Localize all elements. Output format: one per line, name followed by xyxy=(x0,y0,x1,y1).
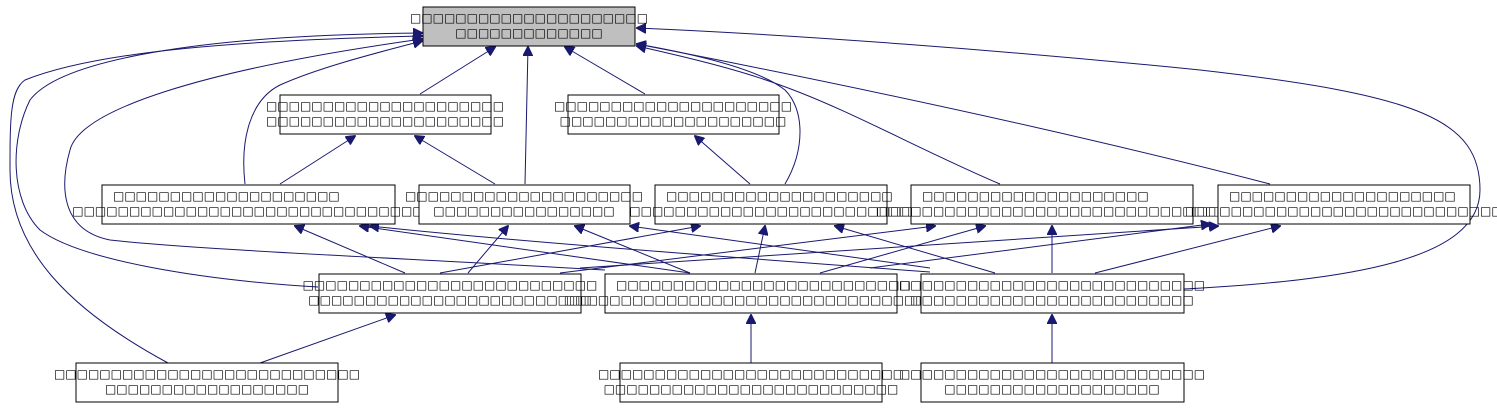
edge-a2-root xyxy=(565,47,646,95)
graph-node-d1[interactable]: □□□□□□□□□□□□□□□□□□□□□□□□□□□ □□□□□□□□□□□□… xyxy=(54,362,360,403)
graph-node-b2[interactable]: □□□□□□□□□□□□□□□□□□□□□ □□□□□□□□□□□□□□□□ xyxy=(405,184,643,225)
graph-node-a1[interactable]: □□□□□□□□□□□□□□□□□□□□□ □□□□□□□□□□□□□□□□□□… xyxy=(266,94,504,135)
node-label: □□□□□□□□□□□□□□□□□□□□□□□□□□□ xyxy=(54,367,360,381)
node-label: □□□□□□□□□□□□□□□□ xyxy=(433,204,614,218)
node-label: □□□□□□□□□□□□□□□□□□□□□□□□□□□ xyxy=(899,367,1205,381)
node-label: □□□□□□□□□□□□□□□□□□□□□□□□□□ xyxy=(604,382,899,396)
node-label: □□□□□□□□□□□□□□□□□□□□□ xyxy=(554,99,792,113)
node-label: □□□□□□□□□□□□□□□□□□□□□□□□□ xyxy=(629,204,912,218)
node-label: □□□□□□□□□□□□□□□□□□□□□□□□□□□□□□□ xyxy=(72,204,423,218)
node-label: □□□□□□□□□□□□□□□□□□□□□□□□□□ xyxy=(303,278,598,292)
edge-c1-b3 xyxy=(439,226,700,274)
node-label: □□□□□□□□□□□□□□□□□□□□ xyxy=(1229,189,1456,203)
graph-node-c3[interactable]: □□□□□□□□□□□□□□□□□□□□□□□□□□□ □□□□□□□□□□□□… xyxy=(899,273,1205,314)
node-label: □□□□□□□□□□□□□□□□□□□□□□□□□□□□□□□□□ xyxy=(564,293,938,307)
graph-node-b3[interactable]: □□□□□□□□□□□□□□□□□□□□ □□□□□□□□□□□□□□□□□□□… xyxy=(629,184,913,225)
edge-c2-b4 xyxy=(819,226,985,274)
edge-c1-b2 xyxy=(467,226,508,274)
node-label: □□□□□□□□□□□□□ xyxy=(455,26,602,40)
graph-node-d2[interactable]: □□□□□□□□□□□□□□□□□□□□□□□□□□□ □□□□□□□□□□□□… xyxy=(598,362,904,403)
edge-c3-root xyxy=(637,28,1481,290)
graph-node-b4[interactable]: □□□□□□□□□□□□□□□□□□□□ □□□□□□□□□□□□□□□□□□□… xyxy=(876,184,1228,225)
node-label: □□□□□□□□□□□□□□□□□□□□ xyxy=(113,189,340,203)
edge-b2-root xyxy=(525,47,528,185)
node-label: □□□□□□□□□□□□□□□□□□□□□ xyxy=(410,11,648,25)
node-label: □□□□□□□□□□□□□□□□□□□□□□□□□□□ xyxy=(598,367,904,381)
edge-c3-b5 xyxy=(1094,226,1280,274)
edge-d1-c1 xyxy=(259,315,395,364)
edge-c3-b1 xyxy=(370,226,931,273)
node-label: □□□□□□□□□□□□□□□□□□ xyxy=(105,382,309,396)
edge-c2-root xyxy=(64,39,606,271)
node-label: □□□□□□□□□□□□□□□□□□□□□ xyxy=(266,99,504,113)
edge-c1-b5 xyxy=(579,226,1218,269)
edge-c2-b3 xyxy=(754,226,765,274)
edge-c1-b1 xyxy=(295,226,406,274)
graph-node-root[interactable]: □□□□□□□□□□□□□□□□□□□□□ □□□□□□□□□□□□□ xyxy=(410,6,648,47)
node-label: □□□□□□□□□□□□□□□□□□□□□□□□□ xyxy=(910,293,1193,307)
node-label: □□□□□□□□□□□□□□□□□□□ xyxy=(944,382,1159,396)
edge-b4-root xyxy=(637,46,1001,185)
edge-b2-a1 xyxy=(415,136,496,185)
edge-b3-a2 xyxy=(695,136,751,185)
edge-c3-b2 xyxy=(630,226,931,269)
edge-c3-b3 xyxy=(835,226,996,274)
graph-node-c1[interactable]: □□□□□□□□□□□□□□□□□□□□□□□□□□ □□□□□□□□□□□□□… xyxy=(303,273,598,314)
edges xyxy=(9,28,1481,364)
edge-a1-root xyxy=(419,47,495,95)
graph-node-b1[interactable]: □□□□□□□□□□□□□□□□□□□□ □□□□□□□□□□□□□□□□□□□… xyxy=(72,184,424,225)
node-label: □□□□□□□□□□□□□□□□□□□□ xyxy=(666,189,893,203)
node-label: □□□□□□□□□□□□□□□□□□□□ xyxy=(922,189,1149,203)
edge-c2-b5 xyxy=(869,224,1210,269)
node-label: □□□□□□□□□□□□□□□□□□□□□□□□□□ xyxy=(616,278,911,292)
node-label: □□□□□□□□□□□□□□□□□□□□□□□□□□□□ xyxy=(1185,204,1497,218)
node-label: □□□□□□□□□□□□□□□□□□□□□ xyxy=(266,114,504,128)
node-label: □□□□□□□□□□□□□□□□□□□□□□□□□□□ xyxy=(899,278,1205,292)
edge-c2-b1 xyxy=(360,226,691,274)
edge-b1-a1 xyxy=(279,136,355,185)
graph-node-d3[interactable]: □□□□□□□□□□□□□□□□□□□□□□□□□□□ □□□□□□□□□□□□… xyxy=(899,362,1205,403)
node-label: □□□□□□□□□□□□□□□□□□□□□□□□□□□□□□□ xyxy=(876,204,1227,218)
edge-d1-root xyxy=(9,36,422,364)
edge-c1-root xyxy=(15,33,422,288)
graph-node-b5[interactable]: □□□□□□□□□□□□□□□□□□□□ □□□□□□□□□□□□□□□□□□□… xyxy=(1185,184,1497,225)
graph-node-a2[interactable]: □□□□□□□□□□□□□□□□□□□□□ □□□□□□□□□□□□□□□□□□… xyxy=(554,94,792,135)
node-label: □□□□□□□□□□□□□□□□□□□□□ xyxy=(405,189,643,203)
node-label: □□□□□□□□□□□□□□□□□□□□□□□□□ xyxy=(308,293,591,307)
node-label: □□□□□□□□□□□□□□□□□□□□ xyxy=(560,114,787,128)
edge-b1-root xyxy=(243,41,422,185)
graph-node-c2[interactable]: □□□□□□□□□□□□□□□□□□□□□□□□□□ □□□□□□□□□□□□□… xyxy=(564,273,938,314)
edge-b5-root xyxy=(637,44,1271,185)
